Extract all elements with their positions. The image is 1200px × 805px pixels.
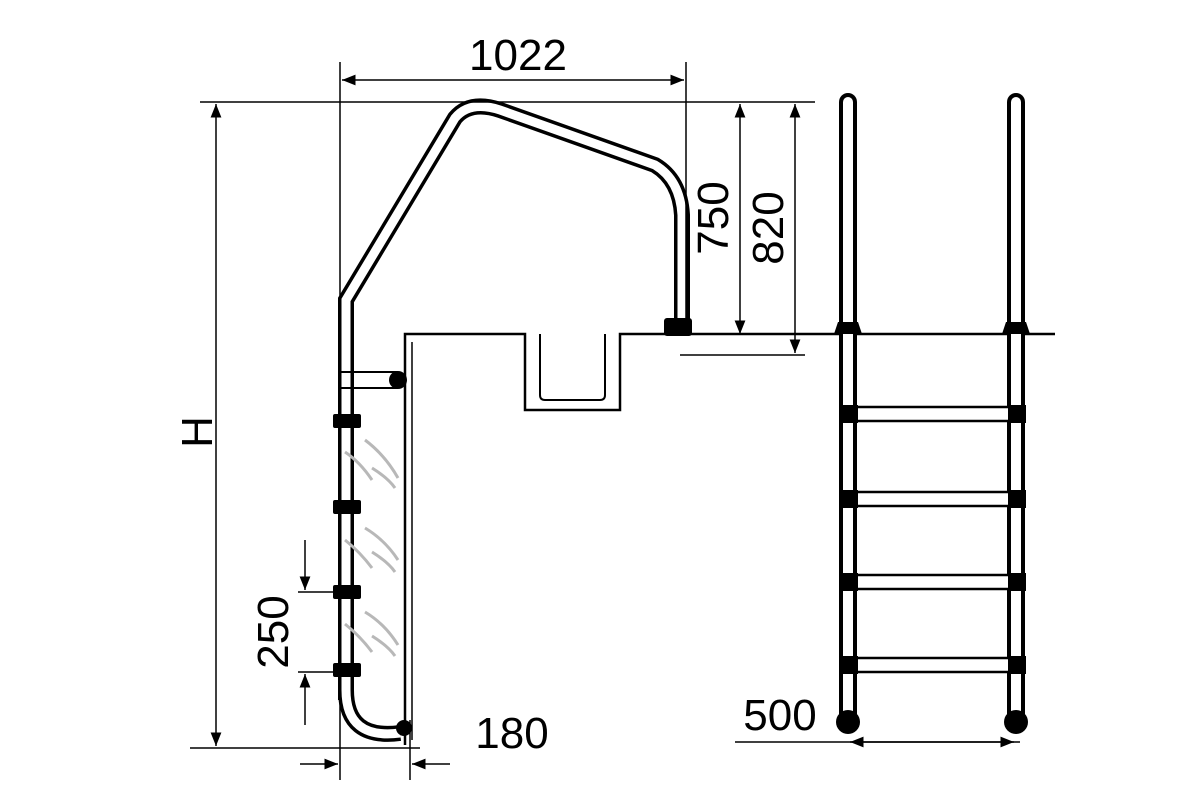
handrail — [338, 98, 690, 742]
dim-handrail-height: 750 — [689, 181, 738, 254]
wall-bracket — [340, 371, 398, 389]
dimension-labels: 1022 750 820 H 250 180 500 — [173, 31, 817, 758]
dim-wall-offset: 180 — [475, 709, 548, 758]
wall-anchors — [389, 318, 692, 736]
front-anchors — [834, 322, 1030, 734]
dim-overall-top: 820 — [744, 191, 793, 264]
dim-width-top: 1022 — [469, 31, 567, 80]
side-view — [333, 98, 1055, 745]
dim-step-pitch: 250 — [249, 595, 298, 668]
pool-wall — [403, 332, 1055, 745]
dim-total-height: H — [173, 416, 222, 448]
front-steps — [840, 405, 1026, 674]
front-view — [834, 93, 1030, 734]
dim-ladder-width: 500 — [743, 691, 816, 740]
ghost-steps — [344, 438, 400, 657]
dimension-lines — [190, 62, 1020, 780]
